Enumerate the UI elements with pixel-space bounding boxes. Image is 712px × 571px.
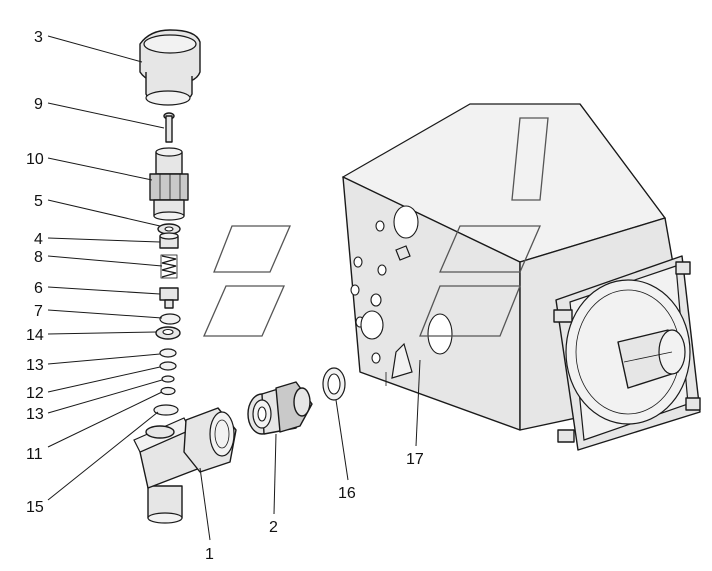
callout-13-upper: 13 — [26, 357, 44, 374]
seal-ring-15 — [153, 404, 179, 416]
pump-housing — [341, 103, 701, 451]
nut-14 — [155, 326, 181, 340]
callout-11: 11 — [26, 446, 43, 463]
washer-5 — [157, 223, 181, 235]
callout-12: 12 — [26, 385, 44, 402]
washer-12 — [159, 361, 177, 371]
callout-9: 9 — [34, 96, 43, 113]
direction-arrow-marker — [391, 342, 413, 379]
watermark-logo — [203, 117, 549, 337]
pin — [163, 112, 175, 143]
callout-13-lower: 13 — [26, 406, 44, 423]
callout-15: 15 — [26, 499, 44, 516]
callout-3: 3 — [34, 29, 43, 46]
plunger-6 — [159, 287, 179, 309]
drive-shaft — [617, 329, 686, 389]
adapter-fitting — [247, 381, 313, 435]
valve-body — [149, 147, 189, 221]
callout-8: 8 — [34, 249, 43, 266]
leader-lines — [47, 35, 421, 541]
callout-7: 7 — [34, 303, 43, 320]
callout-2: 2 — [269, 519, 278, 536]
seal-11 — [160, 386, 176, 396]
callout-labels: 3 9 10 5 4 8 6 7 14 13 12 13 11 15 1 2 1… — [26, 29, 424, 563]
seat-4 — [159, 232, 179, 249]
o-ring-16 — [322, 367, 346, 401]
callout-10: 10 — [26, 151, 44, 168]
callout-5: 5 — [34, 193, 43, 210]
o-ring-13-lower — [161, 375, 175, 383]
ring-7 — [159, 313, 181, 325]
o-ring-13-upper — [159, 348, 177, 358]
port-hole — [393, 205, 419, 239]
spring-8 — [160, 254, 178, 279]
callout-17: 17 — [406, 451, 424, 468]
callout-14: 14 — [26, 327, 44, 344]
elbow-fitting — [133, 407, 237, 524]
dust-cap — [139, 29, 201, 106]
callout-1: 1 — [205, 546, 214, 563]
callout-16: 16 — [338, 485, 356, 502]
callout-6: 6 — [34, 280, 43, 297]
callout-4: 4 — [34, 231, 43, 248]
